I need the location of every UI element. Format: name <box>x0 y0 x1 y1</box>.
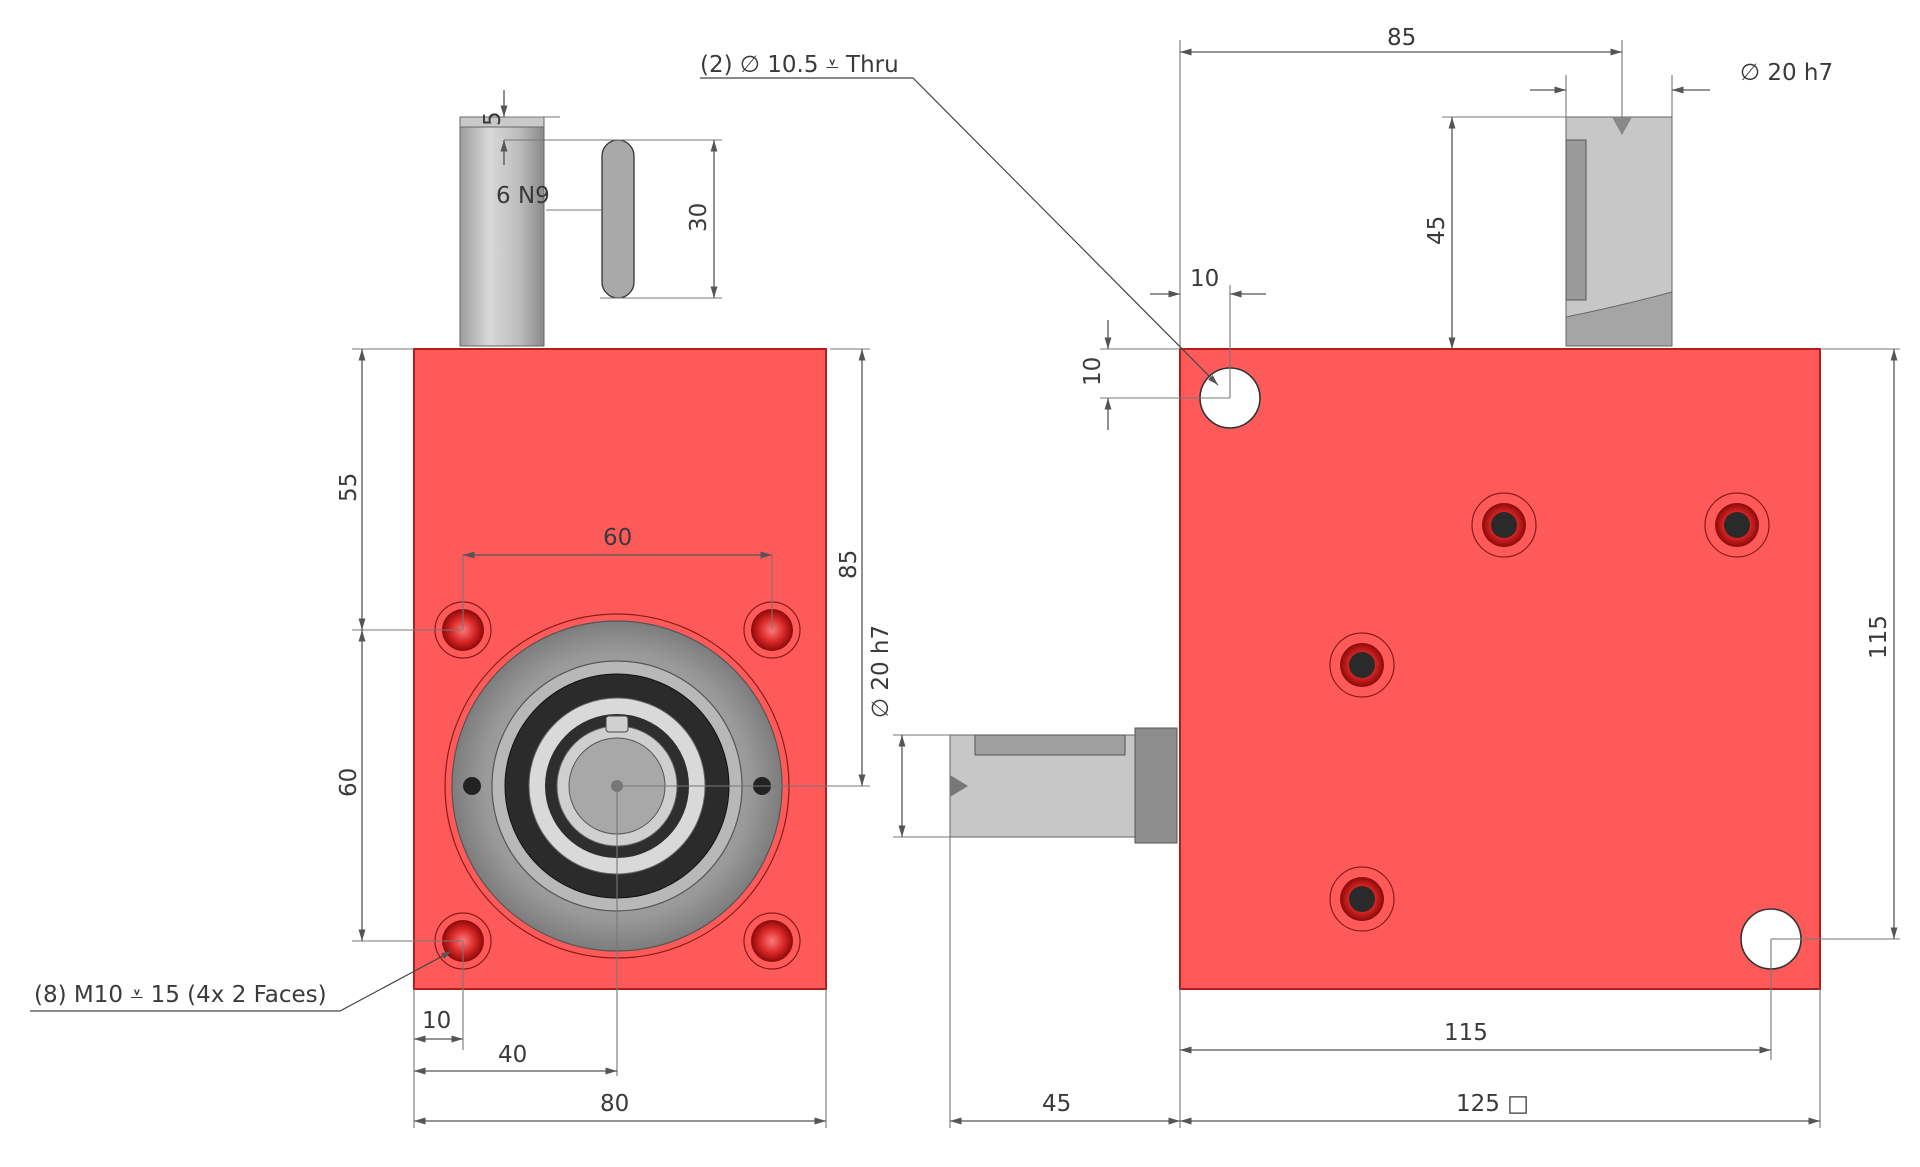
front-flange <box>444 613 790 959</box>
side-socket-screws <box>1329 492 1770 932</box>
dim-hole-edge-offset: 10 <box>422 1008 451 1034</box>
dim-input-shaft-diameter: ∅ 20 h7 <box>1740 60 1833 86</box>
dim-hole-spacing: 60 <box>603 525 632 551</box>
front-top-shaft <box>459 116 635 347</box>
side-dimension-labels: (2) ∅ 10.5 ⩡ Thru 85 ∅ 20 h7 45 10 10 11… <box>700 25 1892 1117</box>
dim-flange-height: 85 <box>836 550 862 579</box>
dim-hole-pitch-horizontal: 115 <box>1444 1020 1488 1046</box>
dim-shaft-protrusion: 45 <box>1042 1091 1071 1117</box>
dim-width: 80 <box>600 1091 629 1117</box>
thru-holes-callout: (2) ∅ 10.5 ⩡ Thru <box>700 52 899 78</box>
keyway-slot <box>601 139 635 299</box>
tapped-holes-callout: (8) M10 ⩡ 15 (4x 2 Faces) <box>34 982 327 1008</box>
dim-center-offset: 40 <box>498 1042 527 1068</box>
side-housing <box>1179 348 1821 990</box>
dim-hole-pitch-vertical: 115 <box>1866 615 1892 659</box>
dim-body-size: 125 □ <box>1456 1091 1529 1117</box>
dim-height-lower: 60 <box>336 768 362 797</box>
dim-key-offset: 5 <box>480 111 506 126</box>
side-output-shaft <box>949 727 1178 844</box>
side-top-shaft <box>1565 116 1673 347</box>
dim-keyway-width: 6 N9 <box>496 183 550 209</box>
dim-hole-offset-x: 10 <box>1190 266 1219 292</box>
dim-output-shaft-diameter: ∅ 20 h7 <box>868 625 894 718</box>
dim-height-upper: 55 <box>336 473 362 502</box>
front-view <box>30 90 950 1128</box>
side-view <box>700 40 1900 1128</box>
dim-hole-offset-y: 10 <box>1080 357 1106 386</box>
dim-keyway-length: 30 <box>686 203 712 232</box>
dim-shaft-length: 45 <box>1424 216 1450 245</box>
front-dimension-labels: 5 6 N9 30 55 60 60 85 ∅ 20 h7 10 40 80 (… <box>34 111 894 1117</box>
dim-shaft-position: 85 <box>1387 25 1416 51</box>
